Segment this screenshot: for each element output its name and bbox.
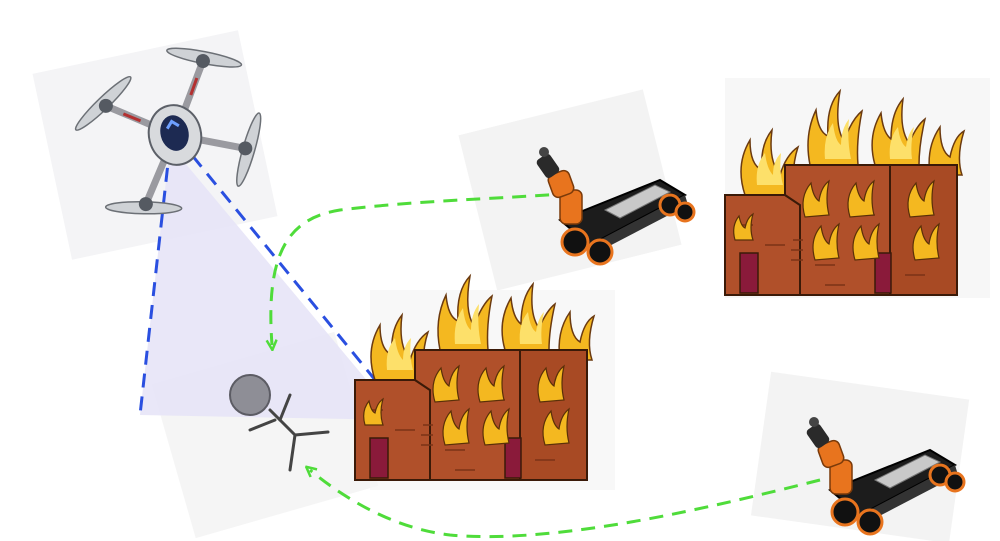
upper-robot-path xyxy=(271,191,573,345)
stick-figure-person-icon xyxy=(229,374,330,472)
drone-field-of-view xyxy=(138,137,400,420)
quadcopter-drone-icon xyxy=(74,47,262,215)
robot-paths xyxy=(271,191,821,539)
lower-robot-path xyxy=(310,470,821,539)
